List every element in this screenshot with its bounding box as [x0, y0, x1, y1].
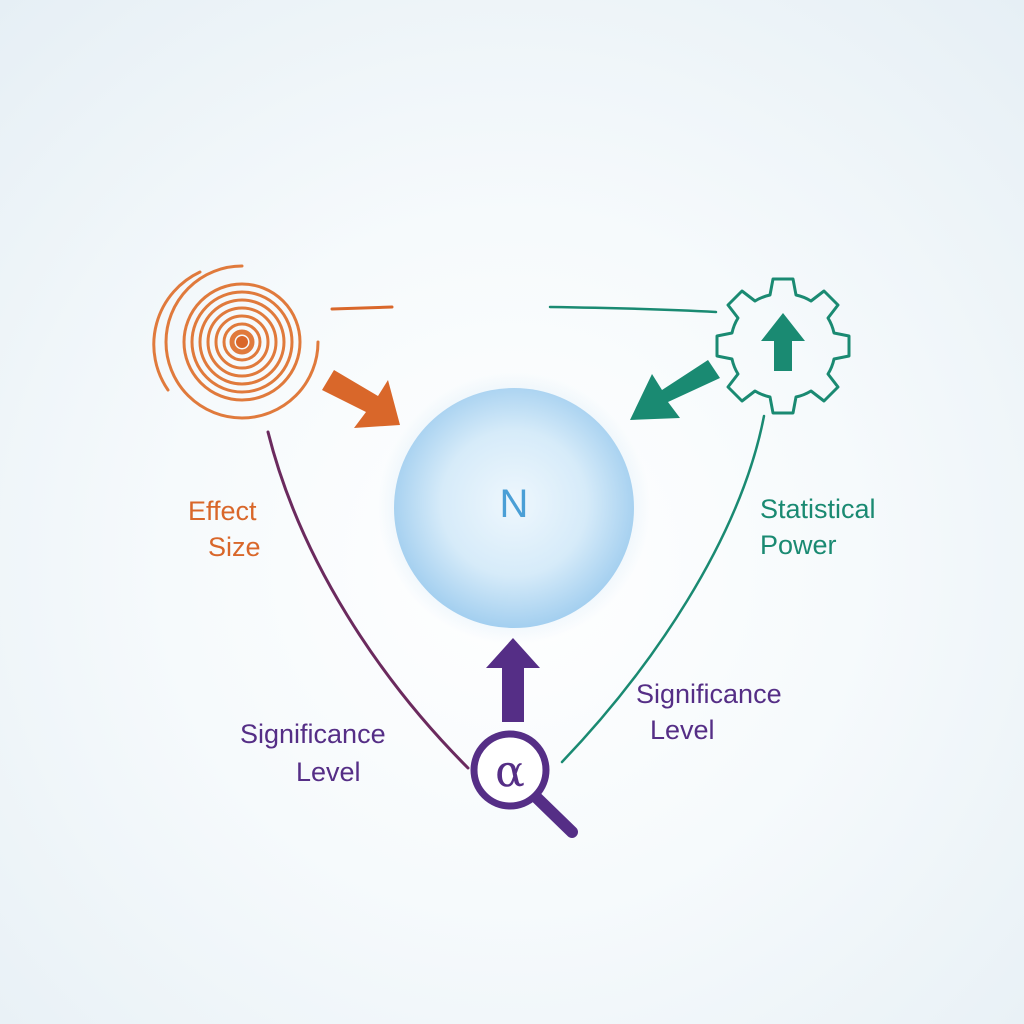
connector-effect-to-alpha: [266, 430, 470, 770]
connector-effect-top: [330, 305, 394, 311]
significance-right-label-line1: Significance: [636, 679, 782, 709]
significance-left-label-line1: Significance: [240, 719, 386, 749]
significance-right-label-line2: Level: [650, 715, 715, 745]
magnifying-glass-icon: [470, 730, 578, 838]
significance-left-label-line2: Level: [296, 757, 361, 787]
spiral-icon: [152, 264, 320, 420]
connector-power-top: [548, 305, 718, 314]
effect-size-label-line1: Effect: [188, 496, 257, 526]
gear-up-arrow-icon: [715, 277, 851, 415]
statistical-power-label-line1: Statistical: [760, 494, 876, 524]
significance-arrow: [486, 638, 540, 722]
sample-size-label: N: [499, 482, 529, 526]
statistical-power-arrow: [630, 360, 720, 420]
connector-power-to-alpha: [560, 414, 766, 764]
alpha-symbol: α: [495, 746, 525, 797]
effect-size-label-line2: Size: [208, 532, 261, 562]
effect-size-arrow: [322, 370, 400, 428]
statistical-power-label-line2: Power: [760, 530, 837, 560]
sample-size-sphere: [394, 388, 634, 628]
